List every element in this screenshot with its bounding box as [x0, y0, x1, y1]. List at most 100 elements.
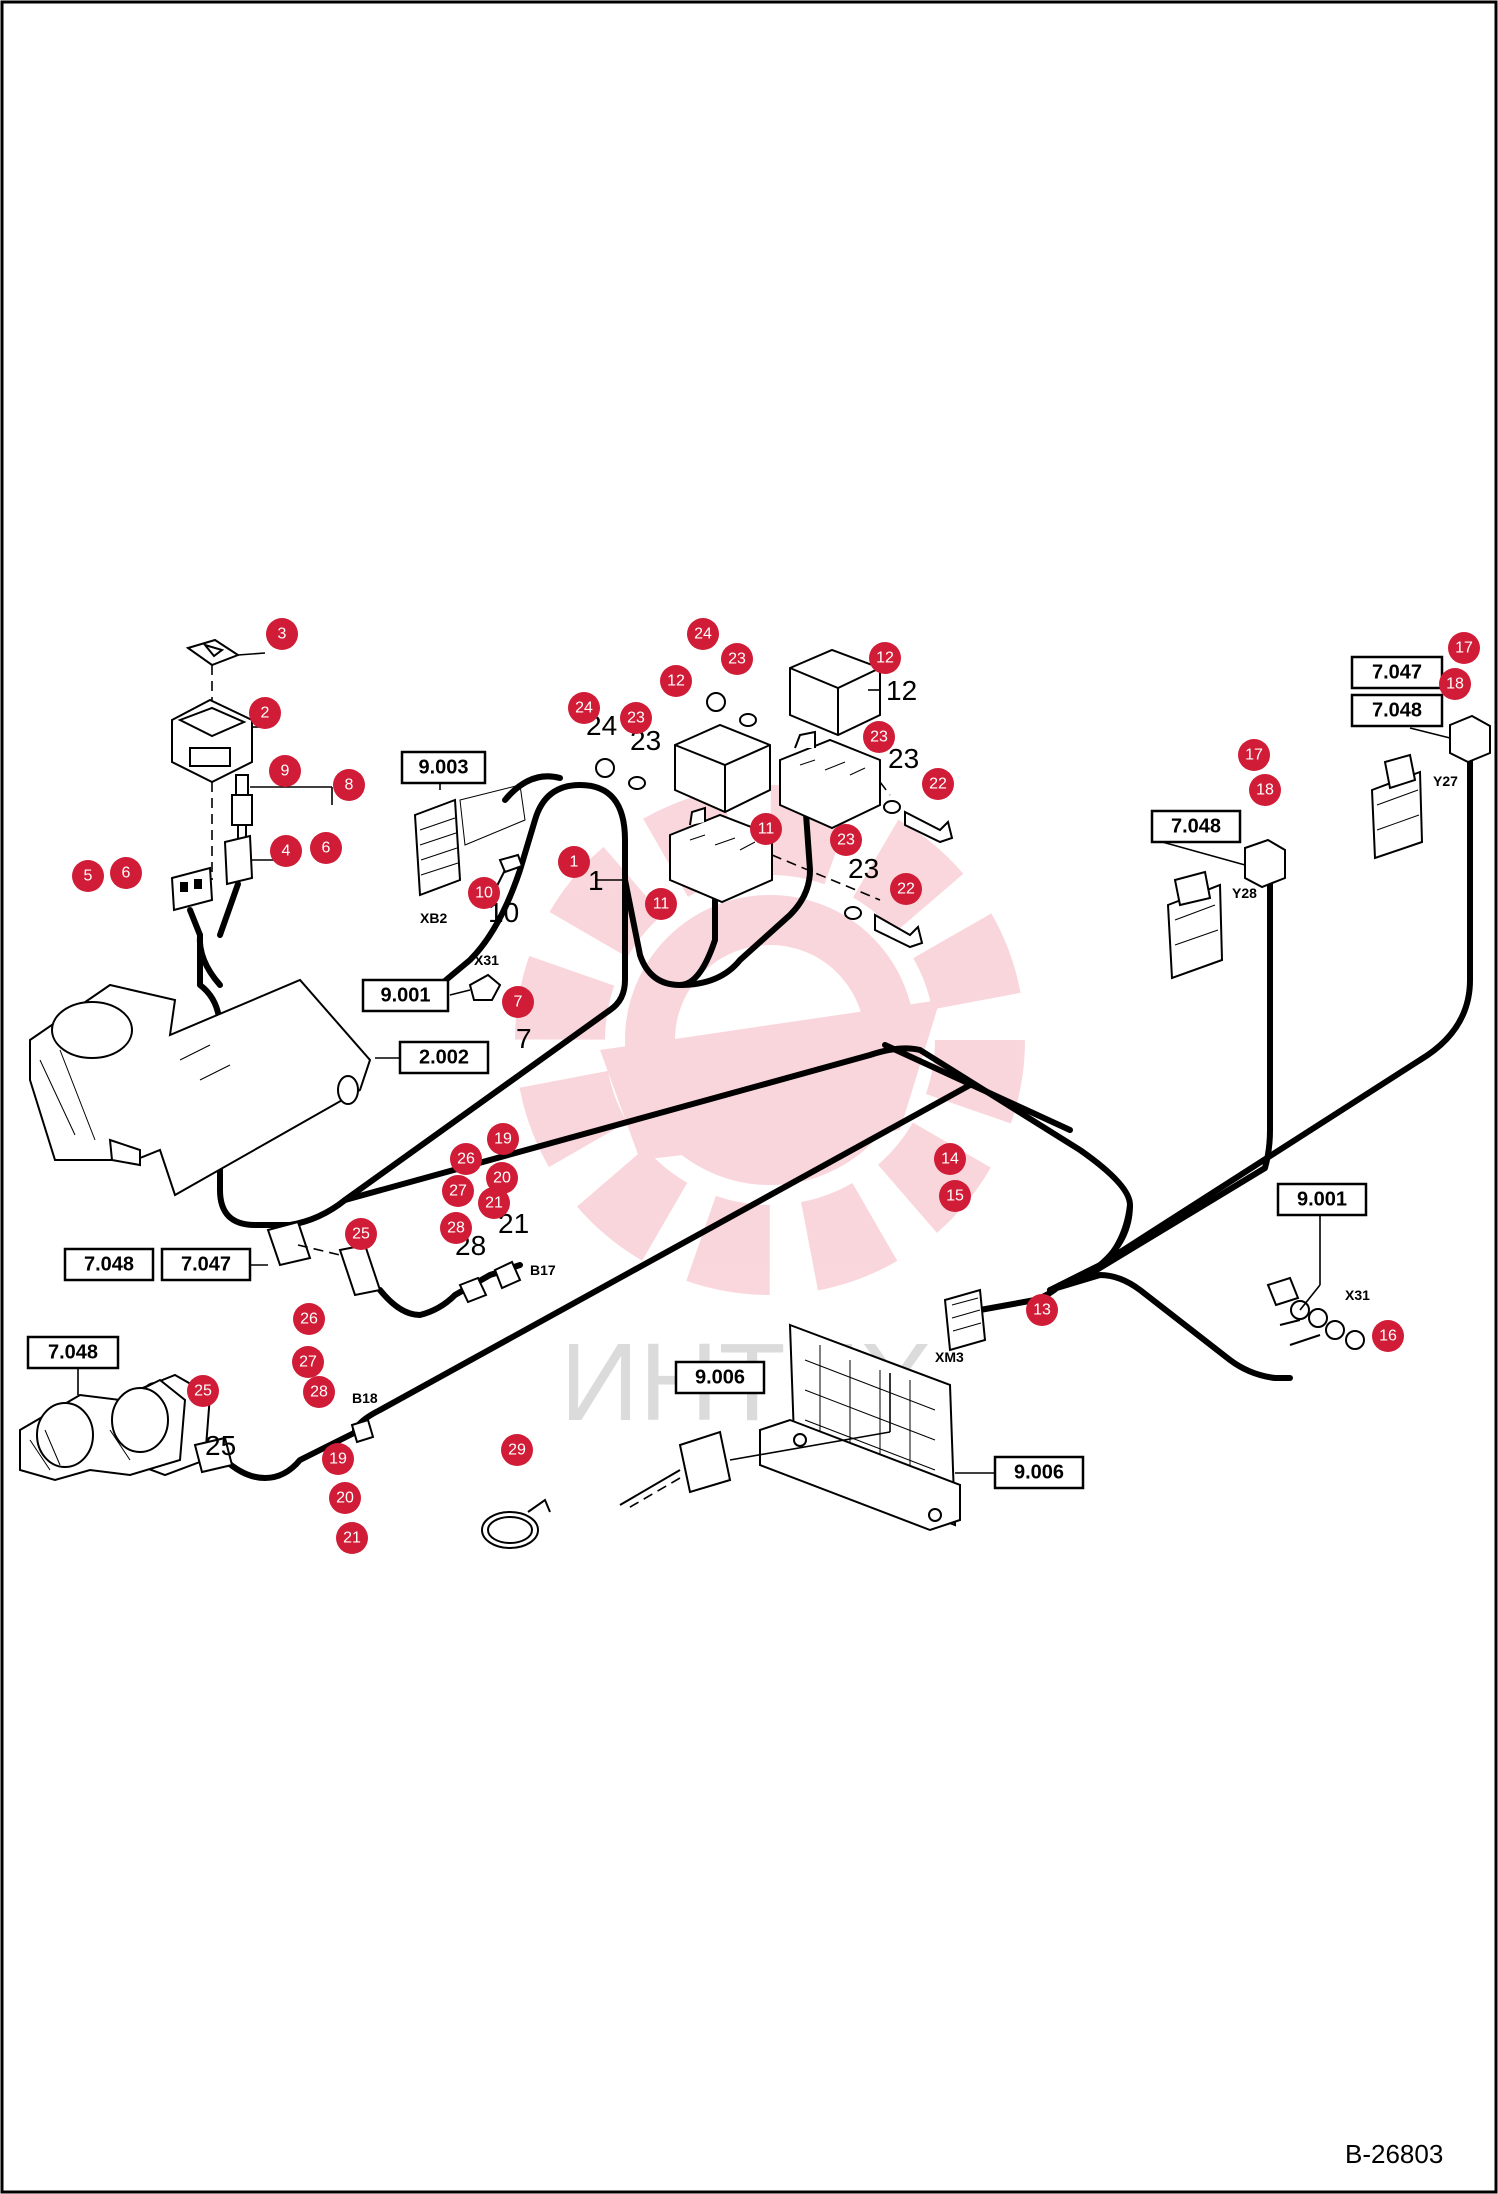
svg-text:11: 11	[758, 821, 775, 838]
connector-xb2-icon	[413, 784, 526, 897]
callout-badge: 26	[450, 1143, 482, 1175]
callout-badge: 14	[934, 1143, 966, 1175]
bolt-icon	[874, 810, 954, 949]
svg-text:12: 12	[876, 650, 894, 667]
svg-text:26: 26	[457, 1151, 475, 1168]
callout-number: 1	[588, 865, 604, 896]
dash-line	[297, 1244, 341, 1256]
svg-text:23: 23	[870, 729, 888, 746]
callout-badge: 8	[333, 769, 365, 801]
svg-text:7.047: 7.047	[181, 1254, 231, 1276]
svg-text:18: 18	[1256, 782, 1274, 799]
callout-badge: 23	[721, 643, 753, 675]
svg-text:13: 13	[1033, 1302, 1051, 1319]
callout-badge: 9	[269, 755, 301, 787]
bulb-holder-icon	[231, 774, 253, 846]
callout-badge: 20	[329, 1482, 361, 1514]
svg-text:17: 17	[1455, 640, 1473, 657]
svg-text:9: 9	[281, 763, 290, 780]
callout-badge: 16	[1372, 1320, 1404, 1352]
svg-text:7.048: 7.048	[48, 1342, 98, 1364]
svg-text:25: 25	[352, 1226, 370, 1243]
svg-text:4: 4	[282, 843, 291, 860]
svg-text:6: 6	[122, 865, 131, 882]
callout-badge: 27	[292, 1346, 324, 1378]
relay-socket-icon	[779, 730, 881, 830]
svg-text:7: 7	[514, 994, 523, 1011]
callout-badge: 1	[558, 846, 590, 878]
svg-text:10: 10	[475, 885, 493, 902]
svg-text:19: 19	[494, 1131, 512, 1148]
ref-box-7048-a: 7.048	[63, 1247, 155, 1282]
label-b18: B18	[352, 1390, 378, 1406]
svg-text:7.048: 7.048	[1372, 700, 1422, 722]
svg-text:14: 14	[941, 1151, 959, 1168]
svg-text:7.048: 7.048	[1171, 816, 1221, 838]
switch-cap-icon	[185, 638, 241, 667]
axle-housing-icon	[19, 1378, 187, 1482]
svg-text:23: 23	[837, 832, 855, 849]
rocker-switch-icon	[171, 698, 253, 784]
svg-text:24: 24	[694, 626, 712, 643]
svg-text:18: 18	[1446, 676, 1464, 693]
callout-number: 7	[516, 1023, 532, 1054]
callout-badge: 27	[442, 1175, 474, 1207]
svg-text:16: 16	[1379, 1328, 1397, 1345]
callout-badge: 25	[345, 1218, 377, 1250]
callout-badge: 28	[440, 1212, 472, 1244]
svg-text:27: 27	[449, 1183, 467, 1200]
svg-text:2.002: 2.002	[419, 1047, 469, 1069]
svg-text:26: 26	[300, 1311, 318, 1328]
callout-number: 23	[888, 743, 919, 774]
svg-text:19: 19	[329, 1451, 347, 1468]
callout-badge: 18	[1249, 774, 1281, 806]
relay-socket-icon	[669, 806, 773, 904]
callout-badge: 15	[939, 1180, 971, 1212]
label-xb2: XB2	[420, 910, 447, 926]
callout-badge: 24	[687, 618, 719, 650]
callout-badge: 18	[1439, 668, 1471, 700]
ref-box-9003: 9.003	[400, 750, 487, 785]
callout-badge: 22	[890, 873, 922, 905]
sensor-b18-icon	[193, 1418, 375, 1474]
svg-text:9.001: 9.001	[380, 985, 430, 1007]
label-y27: Y27	[1433, 773, 1458, 789]
callout-badge: 24	[568, 692, 600, 724]
svg-text:7.047: 7.047	[1372, 662, 1422, 684]
svg-text:29: 29	[508, 1442, 526, 1459]
svg-text:7.048: 7.048	[84, 1254, 134, 1276]
svg-text:5: 5	[84, 868, 93, 885]
solenoid-y27-icon	[1370, 714, 1491, 860]
callout-badge: 6	[310, 832, 342, 864]
svg-text:15: 15	[946, 1188, 964, 1205]
ref-box-7048-c: 7.048	[1350, 693, 1444, 728]
svg-text:12: 12	[667, 673, 685, 690]
svg-text:20: 20	[493, 1170, 511, 1187]
connector-5-icon	[170, 866, 214, 912]
svg-text:20: 20	[336, 1490, 354, 1507]
fuse-board-icon	[759, 1323, 961, 1532]
svg-text:27: 27	[299, 1354, 317, 1371]
ref-box-7048-d: 7.048	[1150, 809, 1242, 844]
washer-icon	[628, 713, 901, 920]
svg-text:25: 25	[194, 1383, 212, 1400]
relay-icon	[789, 648, 881, 737]
svg-text:22: 22	[929, 776, 947, 793]
hose-clamp-icon	[481, 1498, 551, 1549]
callout-badge: 13	[1026, 1294, 1058, 1326]
svg-text:28: 28	[447, 1220, 465, 1237]
callout-number: 12	[886, 675, 917, 706]
callout-badge: 28	[303, 1376, 335, 1408]
svg-text:23: 23	[728, 651, 746, 668]
nut-icon	[595, 692, 726, 778]
callout-badge: 3	[266, 618, 298, 650]
callout-badges: 3 2 9 8 4 6 5 6 10 1 7 24 23 12 24 23 12…	[72, 618, 1480, 1554]
callout-badge: 21	[336, 1522, 368, 1554]
callout-badge: 29	[501, 1434, 533, 1466]
callout-badge: 17	[1238, 739, 1270, 771]
ref-box-9006-b: 9.006	[993, 1455, 1085, 1490]
svg-text:8: 8	[345, 777, 354, 794]
label-y28: Y28	[1232, 885, 1257, 901]
callout-badge: 22	[922, 768, 954, 800]
